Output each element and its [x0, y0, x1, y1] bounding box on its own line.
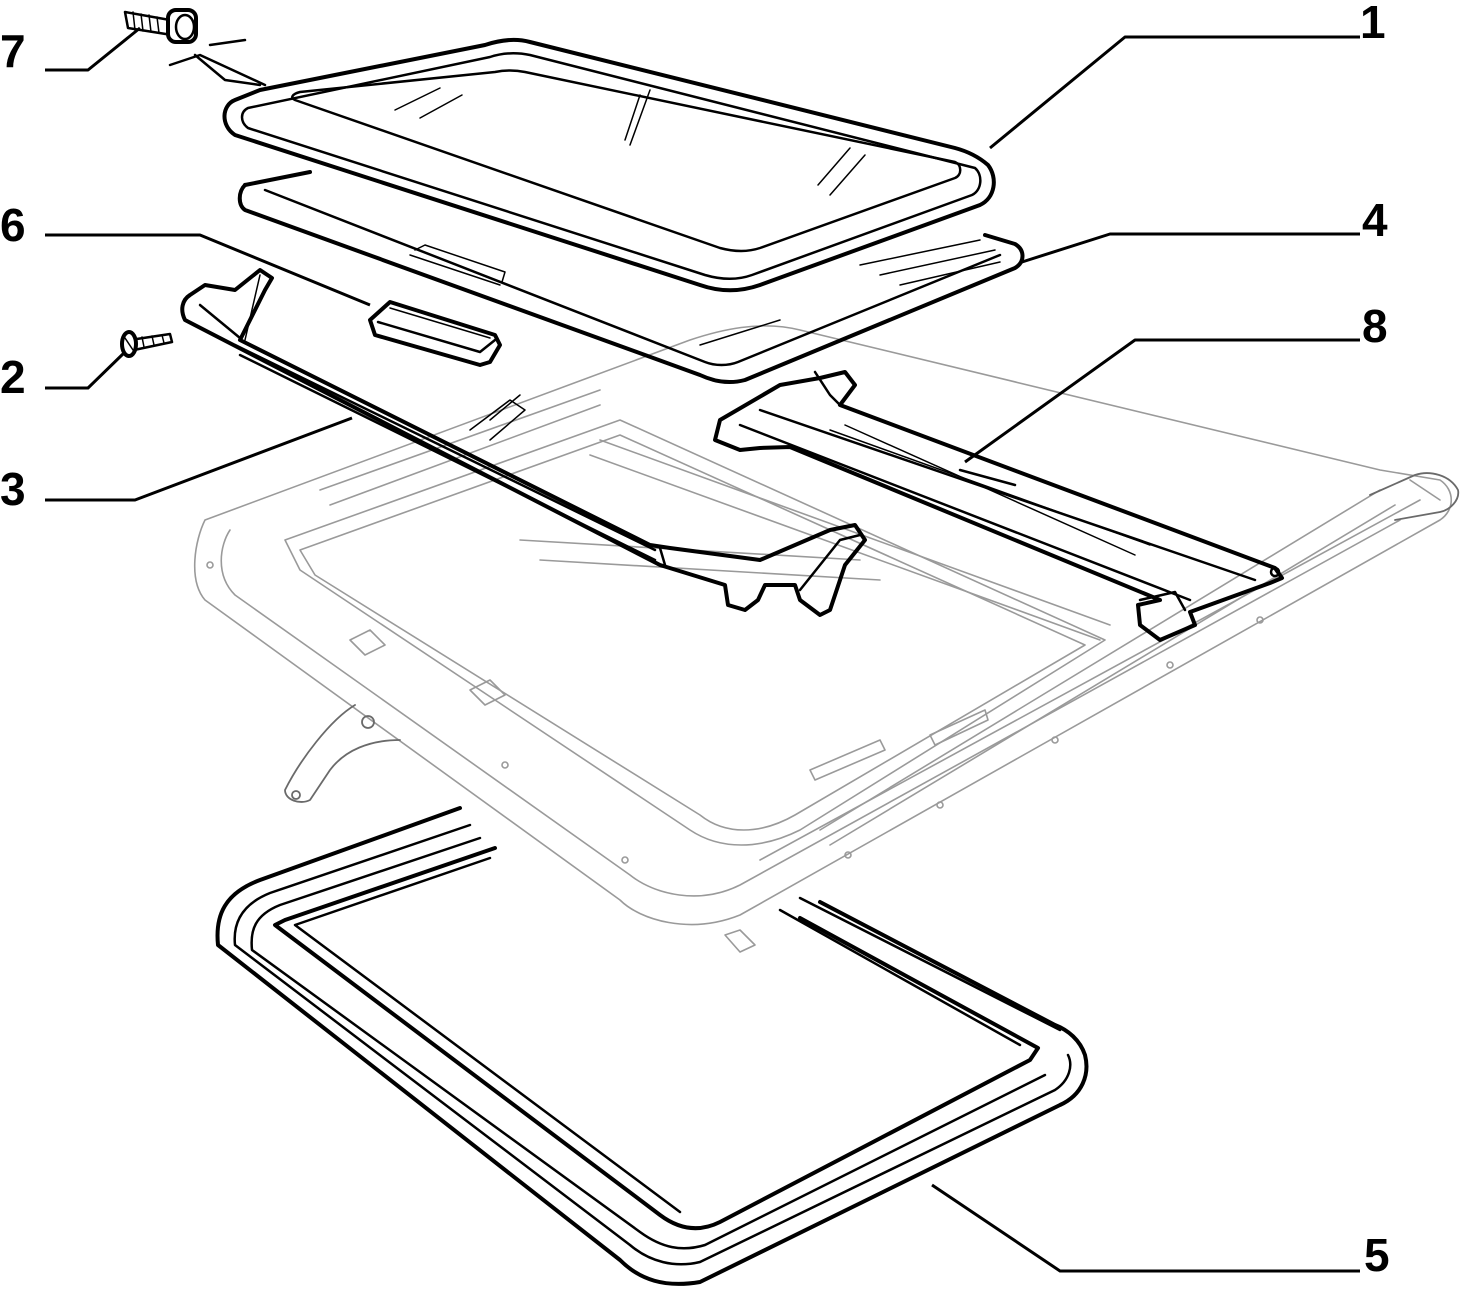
leader-line-7 — [45, 26, 141, 72]
screw-drawing — [120, 330, 174, 358]
leader-line-1 — [989, 35, 1360, 150]
leader-line-8 — [964, 338, 1360, 464]
front-rail-bracket-drawing — [180, 268, 867, 617]
bolt-drawing — [123, 8, 198, 44]
handle-drawing — [368, 300, 502, 367]
callout-2: 2 — [0, 351, 26, 403]
leader-line-6 — [45, 233, 371, 307]
callout-4: 4 — [1362, 194, 1388, 246]
rear-guide-rail-drawing — [713, 370, 1284, 642]
callout-7: 7 — [0, 25, 26, 77]
leader-line-3 — [45, 416, 353, 502]
roof-frame-drawing — [193, 325, 1460, 953]
callout-5: 5 — [1364, 1229, 1390, 1281]
leader-line-4 — [1021, 232, 1360, 264]
sunshade-panel-drawing — [237, 170, 1025, 385]
callout-3: 3 — [0, 463, 26, 515]
leader-line-5 — [931, 1183, 1360, 1273]
callout-6: 6 — [0, 199, 26, 251]
glass-panel-drawing — [168, 37, 996, 293]
outer-seal-frame-drawing — [215, 806, 1089, 1286]
callout-labels: 1 2 3 4 5 6 7 8 — [0, 0, 1390, 1281]
callout-1: 1 — [1360, 0, 1386, 48]
leader-lines — [45, 26, 1360, 1273]
callout-8: 8 — [1362, 300, 1388, 352]
leader-line-2 — [45, 350, 127, 390]
